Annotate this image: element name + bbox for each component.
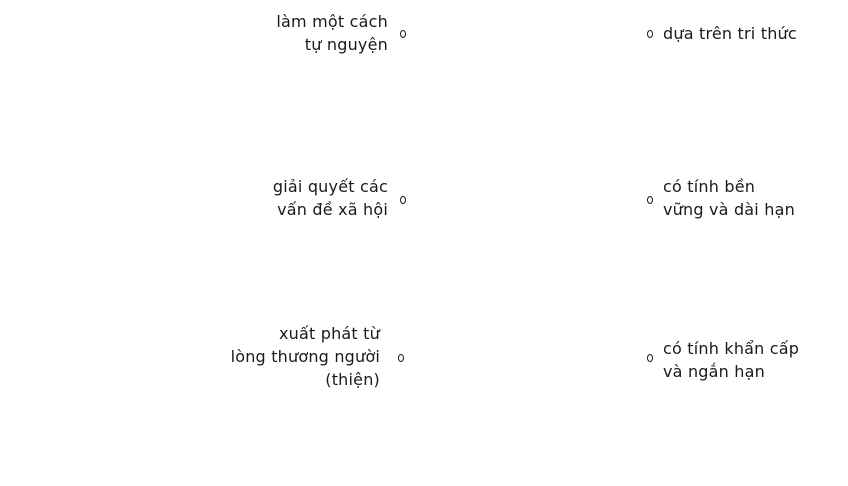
left-item-2-line-1: giải quyết các xyxy=(272,177,388,196)
left-item-3-line-3: (thiện) xyxy=(325,370,380,389)
left-item-2-line-2: vấn đề xã hội xyxy=(277,200,388,219)
right-connector-dot-2[interactable] xyxy=(647,196,653,204)
left-item-3-line-2: lòng thương người xyxy=(230,347,380,366)
left-item-1-line-2: tự nguyện xyxy=(304,35,388,54)
right-item-1-line-1: dựa trên tri thức xyxy=(663,24,797,43)
right-item-1: dựa trên tri thức xyxy=(663,22,797,45)
right-item-3-line-2: và ngắn hạn xyxy=(663,362,765,381)
left-item-1: làm một cách tự nguyện xyxy=(276,10,388,56)
right-item-2-line-1: có tính bền xyxy=(663,177,756,196)
left-connector-dot-2[interactable] xyxy=(400,196,406,204)
right-item-2-line-2: vững và dài hạn xyxy=(663,200,795,219)
left-item-1-line-1: làm một cách xyxy=(276,12,388,31)
right-connector-dot-1[interactable] xyxy=(647,30,653,38)
right-connector-dot-3[interactable] xyxy=(647,354,653,362)
left-item-3: xuất phát từ lòng thương người (thiện) xyxy=(231,322,380,391)
right-item-2: có tính bền vững và dài hạn xyxy=(663,175,795,221)
left-item-2: giải quyết các vấn đề xã hội xyxy=(273,175,388,221)
left-connector-dot-1[interactable] xyxy=(400,30,406,38)
left-connector-dot-3[interactable] xyxy=(398,354,404,362)
right-item-3-line-1: có tính khẩn cấp xyxy=(663,339,800,358)
left-item-3-line-1: xuất phát từ xyxy=(278,324,380,343)
right-item-3: có tính khẩn cấp và ngắn hạn xyxy=(663,337,799,383)
